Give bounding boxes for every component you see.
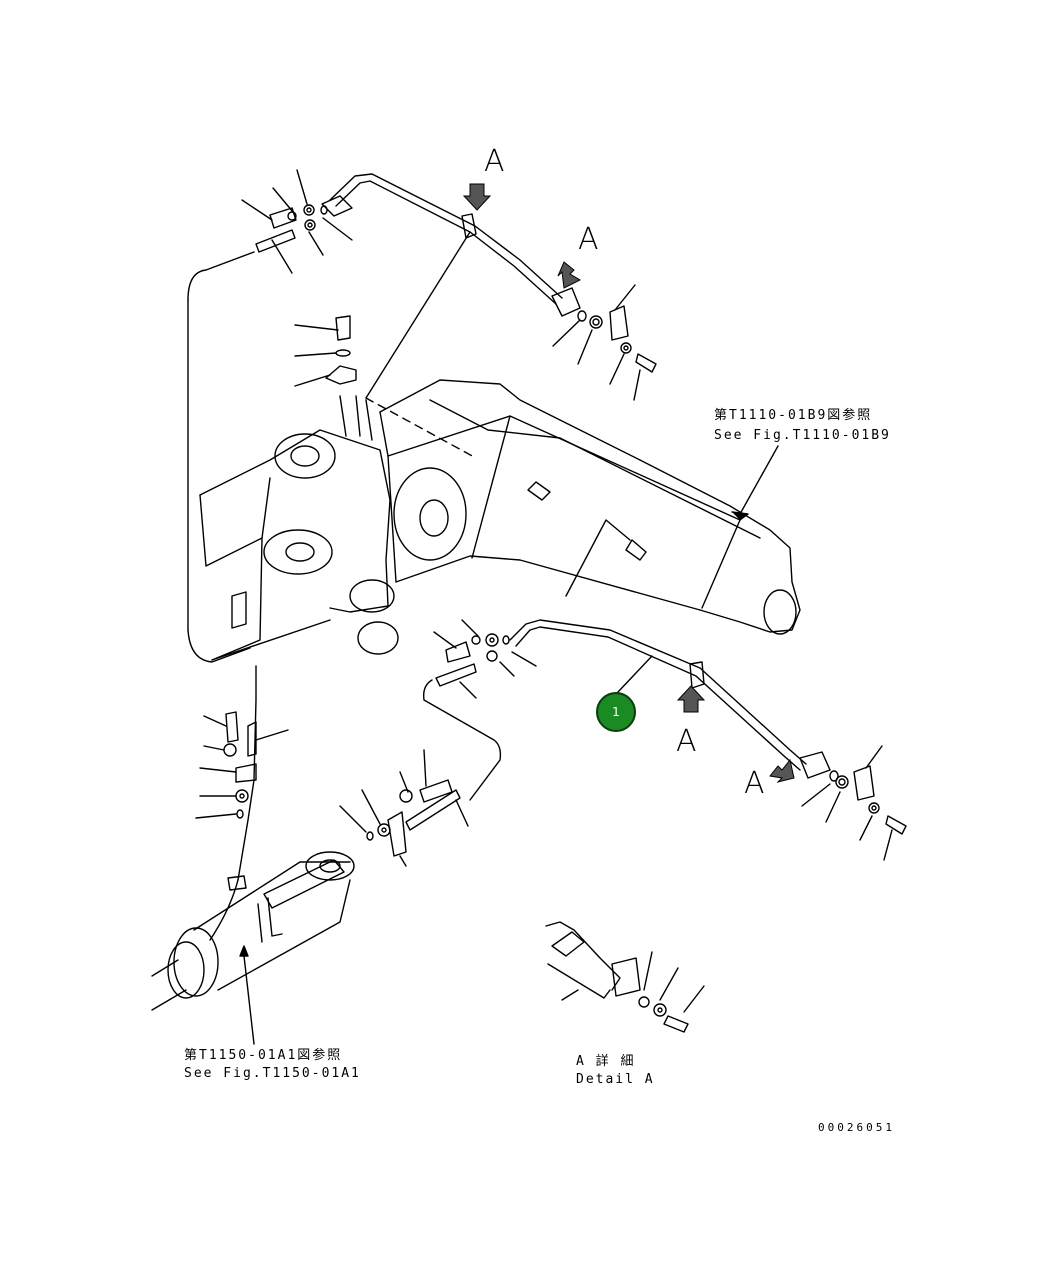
cylinder-reference-jp: 第T1150-01A1図参照: [184, 1048, 343, 1063]
detail-a-drawing: [545, 921, 705, 1033]
arrow-a-upper: [557, 261, 582, 289]
detail-title-en: Detail A: [576, 1072, 655, 1087]
cylinder-reference-en: See Fig.T1150-01A1: [184, 1066, 361, 1081]
lower-right-clamp-parts: [801, 745, 907, 861]
view-label-a-top: A: [484, 144, 505, 179]
detail-title-jp: A 詳 細: [576, 1054, 636, 1069]
boom-head: [187, 251, 399, 663]
arrow-a-top: [462, 183, 492, 211]
lower-left-clamp-parts: [433, 619, 537, 699]
view-label-a-right: A: [744, 766, 765, 801]
upper-left-clamp-parts: [241, 169, 353, 274]
lower-tube: [509, 519, 831, 779]
arm-reference-en: See Fig.T1110-01B9: [714, 428, 891, 443]
part-callout-number: 1: [612, 705, 620, 719]
bucket-cylinder: [151, 851, 355, 1011]
middle-clamp-stack: [339, 749, 469, 867]
drawing-number: 00026051: [818, 1121, 895, 1134]
view-label-a-upper: A: [578, 222, 599, 257]
arm-body: [379, 379, 801, 635]
upper-right-clamp-parts: [552, 284, 657, 401]
arrow-a-right: [769, 758, 795, 783]
arm-reference-jp: 第T1110-01B9図参照: [714, 408, 873, 423]
view-label-a-lower: A: [676, 724, 697, 759]
left-clamp-stack: [195, 711, 289, 819]
bracket-bolt-stack: [294, 315, 373, 441]
arrow-a-lower: [676, 685, 706, 713]
part-callout-1[interactable]: 1: [596, 692, 636, 732]
upper-tube: [321, 173, 581, 317]
